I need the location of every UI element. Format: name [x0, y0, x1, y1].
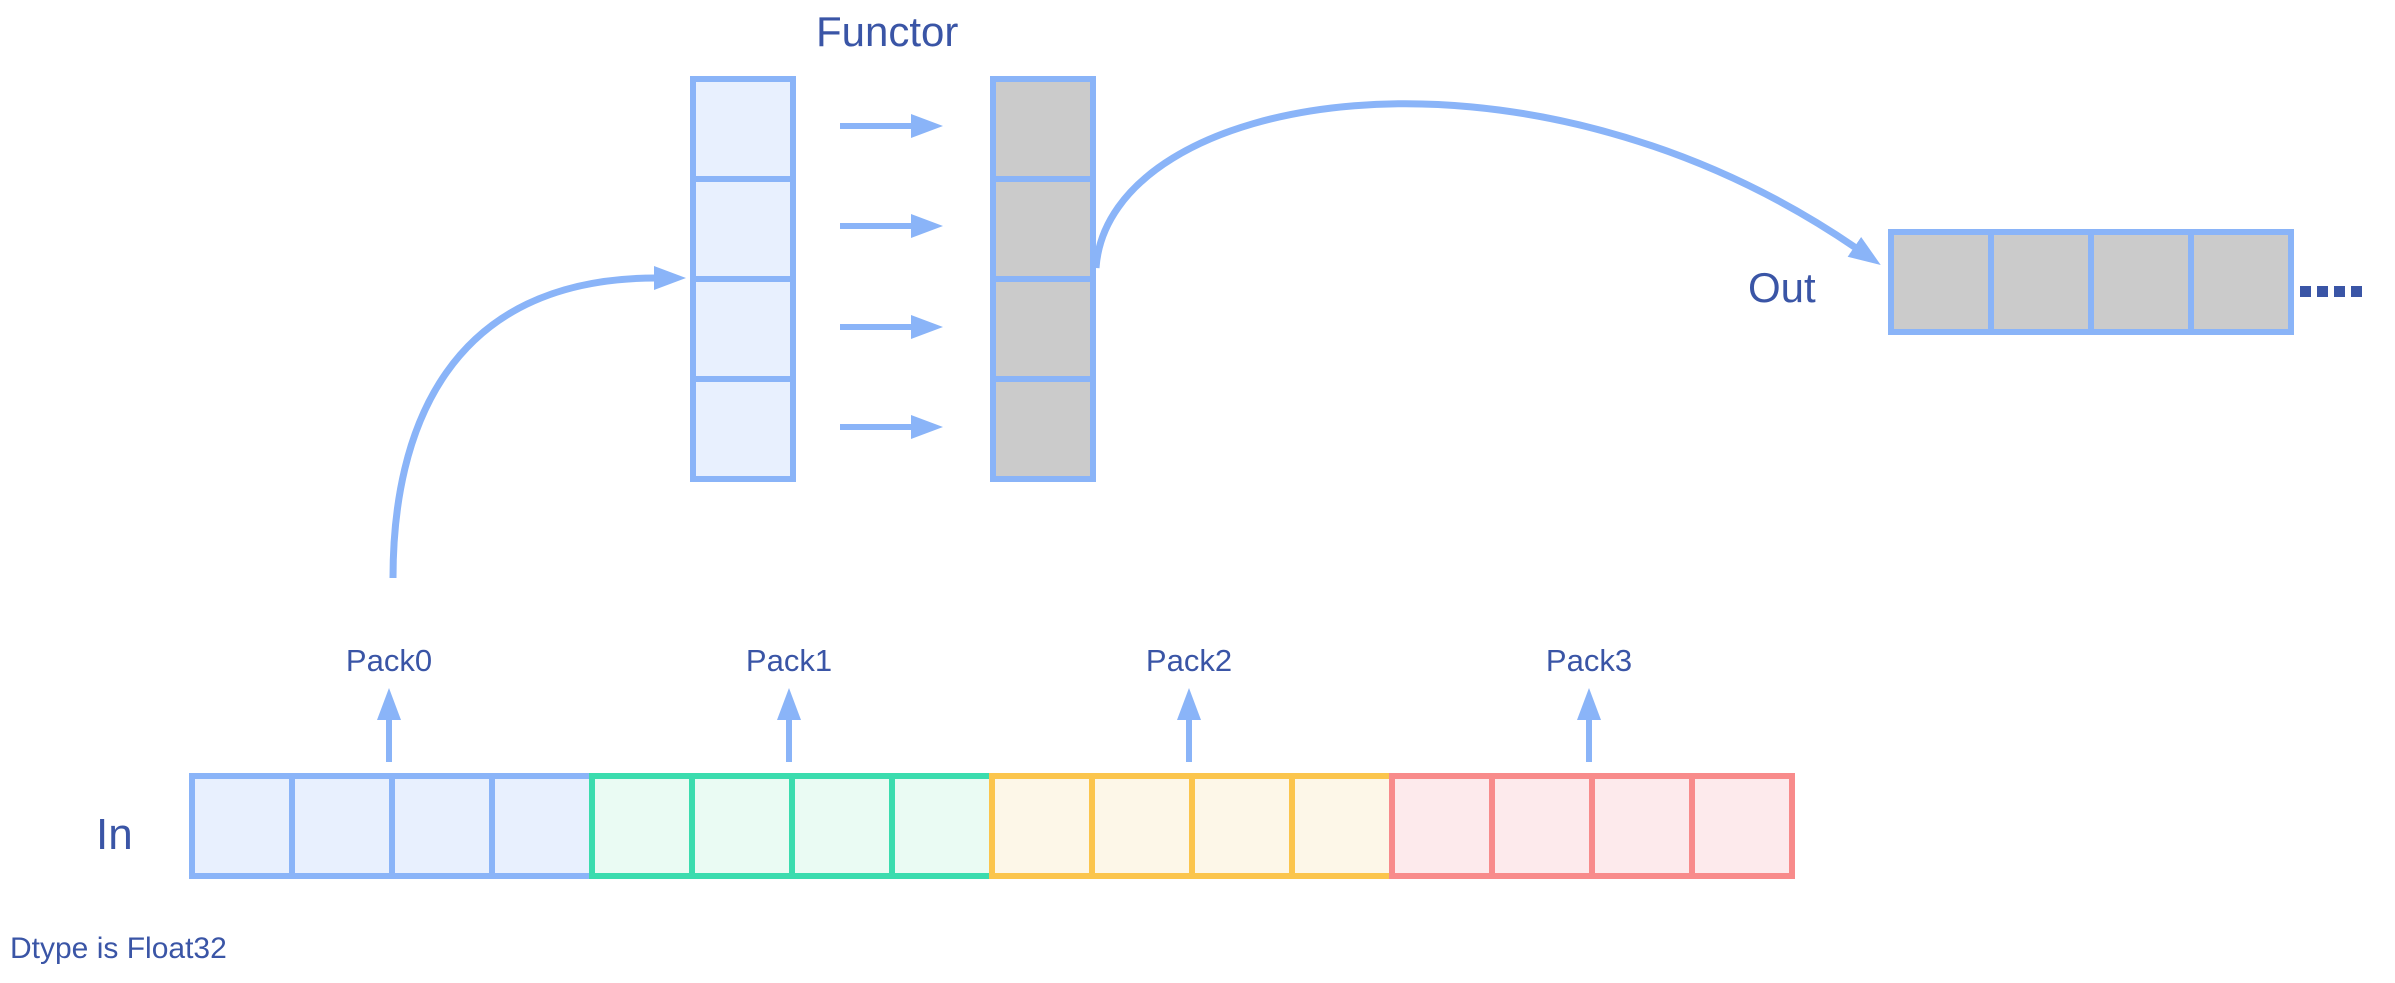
functor-output-cell	[990, 276, 1096, 382]
functor-input-cell	[690, 76, 796, 182]
out-cell	[2188, 229, 2294, 335]
ellipsis-dot	[2351, 286, 2362, 297]
functor-output-cell	[990, 376, 1096, 482]
pack3-label: Pack3	[1545, 643, 1633, 678]
in-cell-green	[589, 773, 695, 879]
in-cell-yellow	[1189, 773, 1295, 879]
in-cell-green	[789, 773, 895, 879]
in-cell-red	[1589, 773, 1695, 879]
out-row	[1888, 229, 2294, 335]
in-cell-blue	[389, 773, 495, 879]
pack0-label: Pack0	[345, 643, 433, 678]
dtype-note: Dtype is Float32	[10, 932, 227, 965]
ellipsis-dot	[2334, 286, 2345, 297]
in-cell-blue	[289, 773, 395, 879]
functor-input-cell	[690, 176, 796, 282]
in-row	[189, 773, 1795, 879]
pack0-to-functor-arrow-icon	[389, 266, 686, 579]
pack1-label: Pack1	[745, 643, 833, 678]
out-cell	[1988, 229, 2094, 335]
functor-title: Functor	[816, 8, 959, 55]
functor-input-column	[690, 76, 796, 482]
out-label: Out	[1748, 264, 1816, 311]
in-cell-yellow	[1289, 773, 1395, 879]
in-cell-red	[1389, 773, 1495, 879]
in-label: In	[96, 810, 133, 859]
functor-output-column	[990, 76, 1096, 482]
in-cell-green	[689, 773, 795, 879]
in-cell-yellow	[989, 773, 1095, 879]
functor-output-cell	[990, 76, 1096, 182]
ellipsis-dot	[2317, 286, 2328, 297]
in-cell-green	[889, 773, 995, 879]
ellipsis-dots	[2300, 286, 2362, 297]
functor-input-cell	[690, 276, 796, 382]
functor-input-cell	[690, 376, 796, 482]
in-cell-blue	[489, 773, 595, 879]
in-cell-red	[1489, 773, 1595, 879]
functor-to-out-arrow-icon	[1092, 100, 1881, 269]
in-cell-yellow	[1089, 773, 1195, 879]
out-cell	[1888, 229, 1994, 335]
ellipsis-dot	[2300, 286, 2311, 297]
out-cell	[2088, 229, 2194, 335]
in-cell-red	[1689, 773, 1795, 879]
functor-output-cell	[990, 176, 1096, 282]
pack2-label: Pack2	[1145, 643, 1233, 678]
in-cell-blue	[189, 773, 295, 879]
